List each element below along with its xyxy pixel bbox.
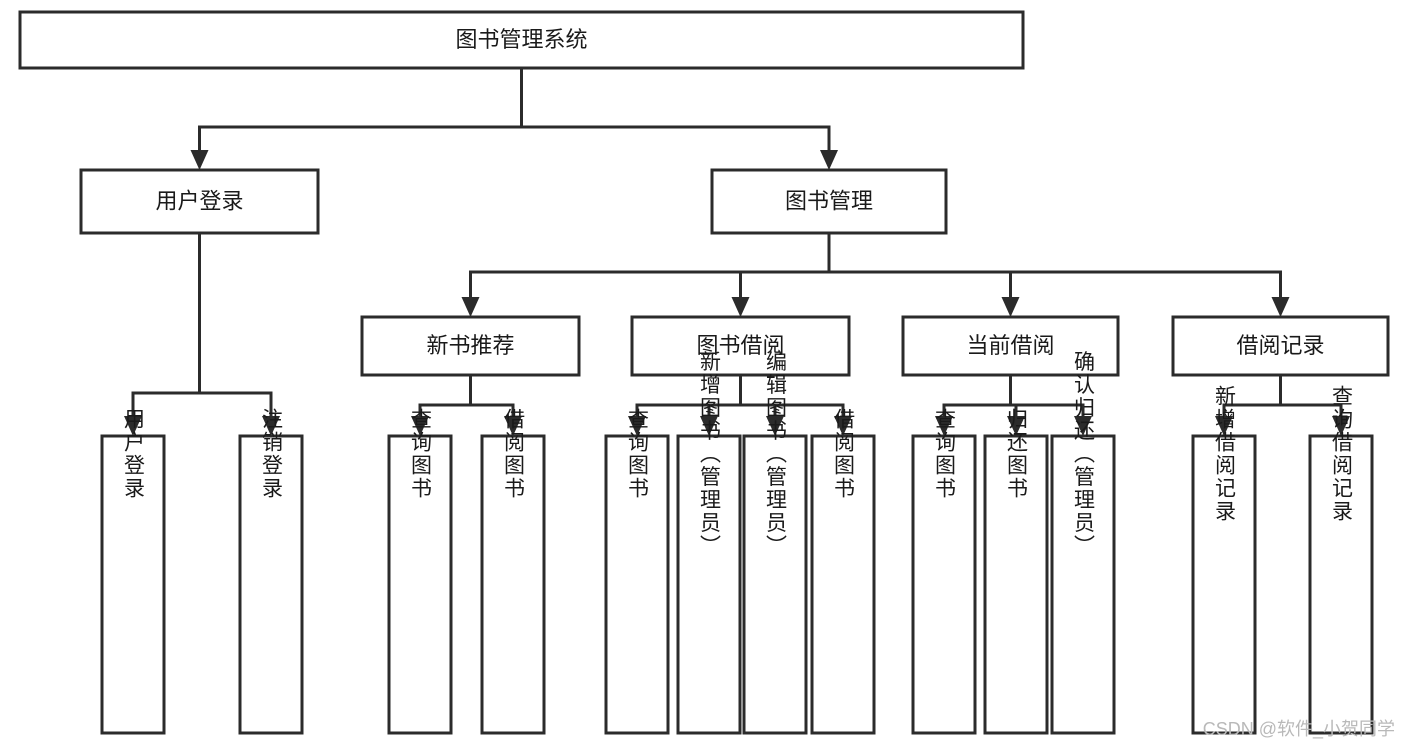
node-leaf-return-book-label: 归还图书: [1005, 408, 1029, 500]
arrow-head-icon: [1215, 416, 1233, 436]
node-leaf-confirm-return-admin[interactable]: 确认归还（管理员）: [1050, 351, 1116, 735]
node-user-login[interactable]: 用户登录: [79, 168, 320, 235]
node-leaf-query-book-2-label: 查询图书: [626, 408, 650, 500]
node-leaf-query-borrow-record[interactable]: 查询借阅记录: [1308, 385, 1374, 735]
node-leaf-add-book-admin-label: 新增图书（管理员）: [698, 351, 722, 558]
arrow-head-icon: [411, 416, 429, 436]
node-leaf-query-book-1-label: 查询图书: [409, 408, 433, 500]
node-book-borrow-label: 图书借阅: [696, 333, 784, 358]
arrow-head-icon: [834, 416, 852, 436]
node-layer: 图书管理系统用户登录图书管理新书推荐图书借阅当前借阅借阅记录用户登录注销登录查询…: [18, 10, 1390, 735]
node-leaf-query-book-1[interactable]: 查询图书: [387, 408, 453, 735]
node-leaf-query-book-2[interactable]: 查询图书: [604, 408, 670, 735]
node-borrow-record-label: 借阅记录: [1236, 333, 1324, 358]
node-leaf-user-login-label: 用户登录: [122, 408, 146, 500]
arrow-head-icon: [1001, 297, 1020, 317]
node-leaf-edit-book-admin-label: 编辑图书（管理员）: [764, 351, 788, 558]
arrow-head-icon: [1074, 416, 1092, 436]
arrow-head-icon: [1007, 416, 1025, 436]
node-leaf-query-book-3[interactable]: 查询图书: [911, 408, 977, 735]
node-leaf-user-login[interactable]: 用户登录: [100, 408, 166, 735]
arrow-head-icon: [766, 416, 784, 436]
node-leaf-edit-book-admin[interactable]: 编辑图书（管理员）: [742, 351, 808, 735]
node-leaf-borrow-book-1[interactable]: 借阅图书: [480, 408, 546, 735]
arrow-head-icon: [262, 416, 280, 436]
node-leaf-borrow-book-2[interactable]: 借阅图书: [810, 408, 876, 735]
node-leaf-add-borrow-record-label: 新增借阅记录: [1213, 385, 1237, 523]
arrow-head-icon: [820, 150, 838, 170]
arrow-head-icon: [935, 416, 953, 436]
node-new-book-recommend-label: 新书推荐: [426, 333, 514, 358]
arrow-head-icon: [1271, 297, 1290, 317]
arrow-head-icon: [628, 416, 646, 436]
node-leaf-user-logout[interactable]: 注销登录: [238, 408, 304, 735]
node-leaf-borrow-book-1-label: 借阅图书: [502, 408, 526, 500]
node-leaf-add-borrow-record[interactable]: 新增借阅记录: [1191, 385, 1257, 735]
node-book-management[interactable]: 图书管理: [710, 168, 948, 235]
node-borrow-record[interactable]: 借阅记录: [1171, 315, 1390, 377]
node-leaf-return-book[interactable]: 归还图书: [983, 408, 1049, 735]
node-current-borrow[interactable]: 当前借阅: [901, 315, 1120, 377]
arrow-head-icon: [504, 416, 522, 436]
arrow-head-icon: [124, 416, 142, 436]
arrow-head-icon: [190, 150, 209, 170]
node-leaf-add-book-admin[interactable]: 新增图书（管理员）: [676, 351, 742, 735]
node-root-system[interactable]: 图书管理系统: [18, 10, 1025, 70]
arrow-head-icon: [700, 416, 718, 436]
node-root-system-label: 图书管理系统: [455, 27, 587, 52]
node-new-book-recommend[interactable]: 新书推荐: [360, 315, 581, 377]
connector-layer: [124, 66, 1350, 436]
arrow-head-icon: [731, 297, 750, 317]
node-leaf-borrow-book-2-label: 借阅图书: [832, 408, 856, 500]
node-leaf-confirm-return-admin-label: 确认归还（管理员）: [1072, 351, 1096, 558]
arrow-head-icon: [461, 297, 480, 317]
node-book-borrow[interactable]: 图书借阅: [630, 315, 851, 377]
node-current-borrow-label: 当前借阅: [966, 333, 1054, 358]
node-leaf-query-book-3-label: 查询图书: [933, 408, 957, 500]
node-book-management-label: 图书管理: [785, 188, 873, 213]
node-user-login-label: 用户登录: [155, 188, 243, 213]
node-leaf-user-logout-label: 注销登录: [260, 408, 284, 500]
node-leaf-query-borrow-record-label: 查询借阅记录: [1330, 385, 1354, 523]
arrow-head-icon: [1332, 416, 1350, 436]
